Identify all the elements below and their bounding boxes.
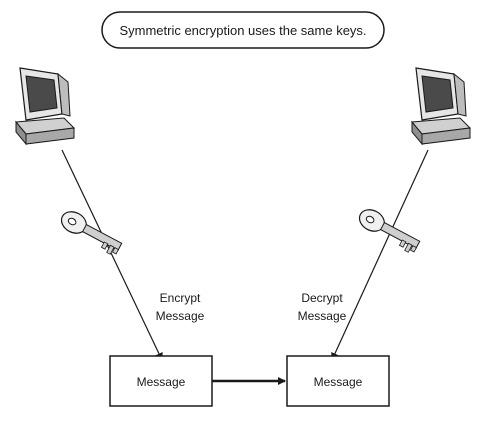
- right-message-box: Message: [287, 356, 389, 406]
- title-text: Symmetric encryption uses the same keys.: [119, 23, 366, 38]
- right-decrypt-line: [332, 150, 428, 360]
- left-message-box: Message: [110, 356, 212, 406]
- left-message-text: Message: [137, 375, 186, 389]
- left-key-icon: [57, 208, 124, 257]
- left-encrypt-line: [62, 150, 162, 360]
- decrypt-label-line2: Message: [298, 309, 347, 323]
- encrypt-label-line1: Encrypt: [160, 291, 201, 305]
- title-callout: Symmetric encryption uses the same keys.: [102, 12, 384, 48]
- decrypt-label-line1: Decrypt: [301, 291, 343, 305]
- right-computer-icon: [412, 68, 470, 144]
- right-message-text: Message: [314, 375, 363, 389]
- encrypt-label-line2: Message: [156, 309, 205, 323]
- left-computer-icon: [16, 68, 74, 144]
- right-key-icon: [355, 206, 422, 255]
